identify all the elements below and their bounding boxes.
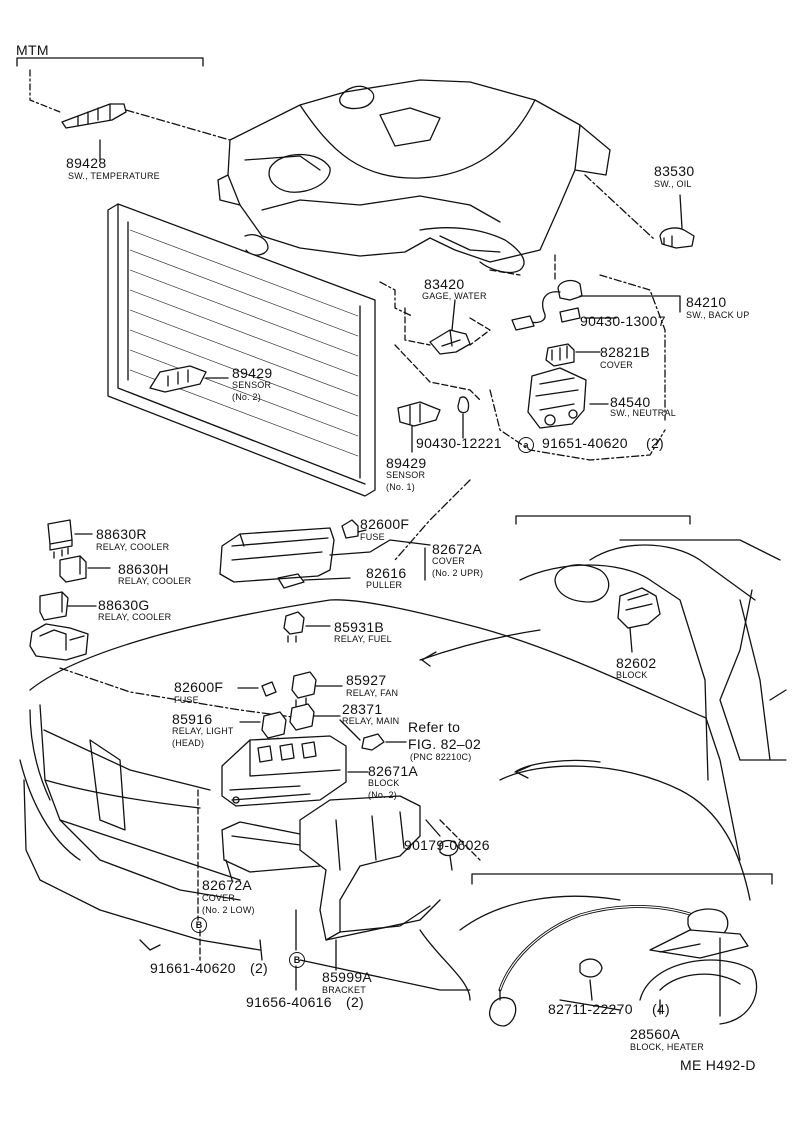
part-note-82672a-upper: (No. 2 UPR) (432, 568, 484, 578)
part-desc-84210: SW., BACK UP (686, 310, 750, 320)
relay-cooler-h-drawing (59, 555, 87, 583)
part-desc-85927: RELAY, FAN (346, 688, 399, 698)
oil-switch-drawing (659, 227, 695, 249)
neutral-switch-drawing (527, 343, 587, 429)
part-number-82672a-upper: 82672A (432, 541, 483, 557)
part-number-83420: 83420 (424, 276, 465, 292)
part-qty-91651-40620: (2) (646, 435, 665, 451)
part-desc-88630h: RELAY, COOLER (118, 576, 192, 586)
part-number-85931b: 85931B (334, 619, 385, 635)
part-number-85927: 85927 (346, 672, 387, 688)
water-gage-sender-drawing (429, 329, 471, 355)
part-desc-82616: PULLER (366, 580, 403, 590)
car-body-drawing (19, 539, 787, 1011)
part-desc-28560a: BLOCK, HEATER (630, 1042, 704, 1052)
circled-marker-a: a (518, 437, 534, 453)
radiator-drawing (107, 203, 376, 497)
part-number-85916: 85916 (172, 711, 213, 727)
part-number-82602: 82602 (616, 655, 657, 671)
bracket-drawing (299, 795, 441, 941)
part-number-82600f-top: 82600F (360, 516, 410, 532)
part-number-82671a: 82671A (368, 763, 419, 779)
part-number-82821b: 82821B (600, 344, 651, 360)
part-number-82600f-lower: 82600F (174, 679, 224, 695)
part-number-28560a: 28560A (630, 1026, 681, 1042)
part-desc-89429-no1: SENSOR (386, 470, 426, 480)
part-number-90430-13007: 90430-13007 (580, 313, 666, 329)
part-desc-85999a: BRACKET (322, 985, 366, 995)
part-number-82672a-lower: 82672A (202, 877, 253, 893)
part-qty-91656-40616: (2) (346, 994, 365, 1010)
part-desc-85916: RELAY, LIGHT (172, 726, 234, 736)
part-number-89428: 89428 (66, 155, 107, 171)
part-note-89429-no1: (No. 1) (386, 482, 415, 492)
part-number-91661-40620: 91661-40620 (150, 960, 236, 976)
part-number-91651-40620: 91651-40620 (542, 435, 628, 451)
part-desc-88630g: RELAY, COOLER (98, 612, 172, 622)
part-desc-82600f-top: FUSE (360, 532, 385, 542)
part-number-88630h: 88630H (118, 561, 169, 577)
part-desc-82672a-lower: COVER (202, 893, 236, 903)
relay-cooler-r-drawing (47, 519, 73, 559)
part-note-82672a-lower: (No. 2 LOW) (202, 905, 255, 915)
part-note-82671a: (No. 2) (368, 790, 397, 800)
part-number-84210: 84210 (686, 294, 727, 310)
part-number-82616: 82616 (366, 565, 407, 581)
part-desc-82600f-lower: FUSE (174, 695, 199, 705)
part-number-83530: 83530 (654, 163, 695, 179)
part-desc-82821b: COVER (600, 360, 634, 370)
reference-line1: Refer to (408, 719, 461, 735)
part-desc-84540: SW., NEUTRAL (610, 408, 676, 418)
part-number-84540: 84540 (610, 394, 651, 410)
drawing-code: ME H492-D (680, 1057, 756, 1073)
part-number-85999a: 85999A (322, 969, 373, 985)
part-desc-89428: SW., TEMPERATURE (68, 171, 160, 181)
relay-block-82602-drawing (617, 587, 661, 629)
part-desc-83530: SW., OIL (654, 179, 692, 189)
part-desc-82671a: BLOCK (368, 778, 400, 788)
temperature-switch-drawing (61, 103, 127, 129)
part-desc-88630r: RELAY, COOLER (96, 542, 170, 552)
part-number-82711-22270: 82711-22270 (548, 1001, 633, 1017)
part-desc-89429-no2: SENSOR (232, 380, 272, 390)
part-desc-82672a-upper: COVER (432, 556, 466, 566)
part-number-28371: 28371 (342, 701, 383, 717)
part-desc-85931b: RELAY, FUEL (334, 634, 392, 644)
part-number-88630r: 88630R (96, 526, 147, 542)
part-note-89429-no2: (No. 2) (232, 392, 261, 402)
circled-marker-b-left: B (191, 917, 207, 933)
part-desc-28371: RELAY, MAIN (342, 716, 400, 726)
engine-drawing (217, 79, 611, 274)
part-number-90179-06026: 90179-06026 (404, 837, 490, 853)
relay-cooler-g-drawing (39, 591, 69, 621)
relay-block-82671a-drawing (221, 735, 347, 807)
circled-marker-b-right: B (289, 952, 305, 968)
reference-pnc: (PNC 82210C) (410, 752, 472, 762)
part-qty-82711-22270: (4) (652, 1001, 671, 1017)
part-number-89429-no1: 89429 (386, 455, 427, 471)
part-desc-82602: BLOCK (616, 670, 648, 680)
reference-figure: FIG. 82–02 (408, 736, 482, 752)
part-note-85916: (HEAD) (172, 738, 205, 748)
part-number-91656-40616: 91656-40616 (246, 994, 332, 1010)
diagram-scope-label: MTM (16, 42, 49, 58)
back-up-switch-drawing (511, 279, 583, 331)
part-number-90430-12221: 90430-12221 (416, 435, 502, 451)
part-number-89429-no2: 89429 (232, 365, 273, 381)
part-desc-83420: GAGE, WATER (422, 291, 487, 301)
part-qty-91661-40620: (2) (250, 960, 269, 976)
part-number-88630g: 88630G (98, 597, 150, 613)
block-cover-upper-drawing (219, 527, 335, 583)
heater-block-drawing (488, 905, 758, 1027)
sensor-no1-drawing (397, 401, 441, 427)
